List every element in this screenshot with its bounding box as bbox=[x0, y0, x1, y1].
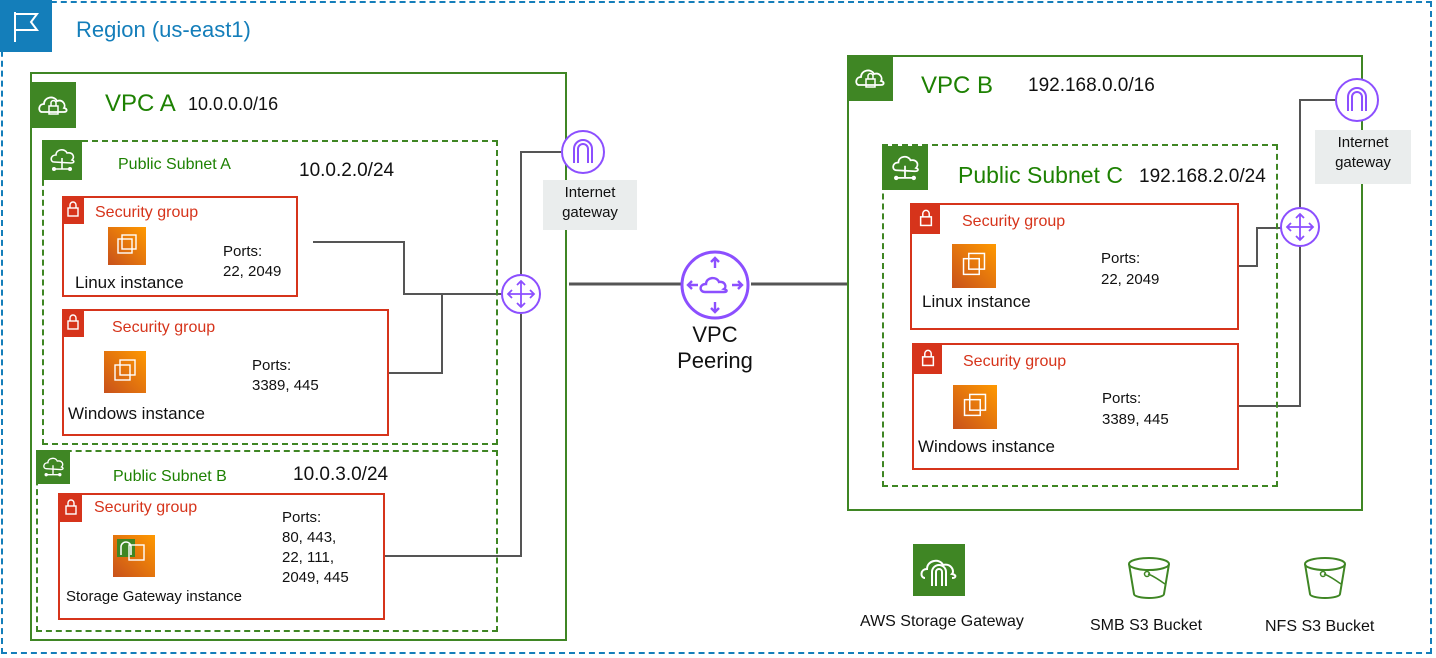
vpc-lock-icon bbox=[847, 55, 893, 101]
smb-bucket-label: SMB S3 Bucket bbox=[1090, 617, 1203, 634]
router-icon bbox=[1280, 207, 1320, 247]
linux-instance-label: Linux instance bbox=[75, 273, 184, 292]
vpc-b-title: VPC B bbox=[921, 72, 994, 99]
subnet-icon bbox=[42, 140, 82, 180]
subnet-b-cidr: 10.0.3.0/24 bbox=[293, 464, 389, 485]
ports-line-1: 80, 443, bbox=[282, 529, 337, 546]
security-group-linux-b bbox=[910, 203, 1239, 330]
subnet-b-title: Public Subnet B bbox=[113, 468, 227, 485]
subnet-c-title: Public Subnet C bbox=[958, 162, 1123, 188]
security-group-label: Security group bbox=[95, 204, 199, 221]
security-group-lock-icon bbox=[912, 204, 940, 234]
ec2-instance-icon bbox=[952, 244, 996, 288]
vpc-b bbox=[847, 55, 1363, 511]
ports-title: Ports: bbox=[252, 357, 292, 374]
storage-gateway-instance-icon bbox=[113, 535, 155, 577]
subnet-icon bbox=[882, 146, 928, 190]
windows-instance-label: Windows instance bbox=[68, 404, 206, 423]
ports-title: Ports: bbox=[1102, 390, 1142, 407]
security-group-label: Security group bbox=[963, 353, 1067, 370]
vpc-a-title: VPC A bbox=[105, 90, 176, 117]
public-subnet-a bbox=[42, 140, 498, 445]
security-group-lock-icon bbox=[62, 196, 84, 224]
ports-value: 22, 2049 bbox=[1101, 271, 1160, 288]
ports-value: 3389, 445 bbox=[252, 377, 319, 394]
internet-gateway-label-line2: gateway bbox=[1335, 154, 1391, 171]
vpc-peering-icon bbox=[680, 250, 750, 320]
security-group-label: Security group bbox=[94, 499, 198, 516]
storage-gateway-icon bbox=[913, 544, 965, 596]
ports-line-3: 2049, 445 bbox=[282, 569, 349, 586]
security-group-linux-a bbox=[62, 196, 298, 297]
public-subnet-c bbox=[882, 144, 1278, 487]
ports-title: Ports: bbox=[1101, 250, 1141, 267]
security-group-label: Security group bbox=[112, 319, 216, 336]
vpc-a bbox=[30, 72, 567, 641]
vpc-peering-label-line2: Peering bbox=[677, 348, 753, 373]
nfs-bucket-label: NFS S3 Bucket bbox=[1265, 618, 1375, 635]
router-icon bbox=[501, 274, 541, 314]
subnet-icon bbox=[36, 450, 70, 484]
ec2-instance-icon bbox=[108, 227, 146, 265]
storage-gateway-instance-label: Storage Gateway instance bbox=[66, 588, 242, 605]
subnet-a-cidr: 10.0.2.0/24 bbox=[299, 160, 395, 181]
subnet-a-title: Public Subnet A bbox=[118, 156, 231, 173]
security-group-lock-icon bbox=[914, 344, 942, 374]
internet-gateway-label: Internet gateway bbox=[543, 180, 637, 230]
internet-gateway-label: Internet gateway bbox=[1315, 130, 1411, 184]
ec2-instance-icon bbox=[104, 351, 146, 393]
ec2-instance-icon bbox=[953, 385, 997, 429]
internet-gateway-icon bbox=[1335, 78, 1379, 122]
vpc-a-cidr: 10.0.0.0/16 bbox=[188, 94, 279, 114]
vpc-lock-icon bbox=[30, 82, 76, 128]
security-group-label: Security group bbox=[962, 213, 1066, 230]
security-group-lock-icon bbox=[60, 494, 82, 522]
ports-line-2: 22, 111, bbox=[282, 549, 334, 566]
vpc-b-cidr: 192.168.0.0/16 bbox=[1028, 75, 1155, 96]
security-group-storage-gateway bbox=[58, 493, 385, 620]
ports-title: Ports: bbox=[282, 509, 322, 526]
s3-bucket-icon bbox=[1128, 557, 1170, 599]
internet-gateway-label-line1: Internet bbox=[564, 184, 616, 201]
internet-gateway-label-line1: Internet bbox=[1337, 134, 1389, 151]
vpc-peering-label-line1: VPC bbox=[692, 322, 738, 347]
ports-value: 22, 2049 bbox=[223, 263, 282, 280]
storage-gateway-legend-label: AWS Storage Gateway bbox=[860, 613, 1024, 630]
region-flag-icon bbox=[0, 0, 52, 52]
linux-instance-label: Linux instance bbox=[922, 292, 1031, 311]
subnet-c-cidr: 192.168.2.0/24 bbox=[1139, 166, 1266, 187]
public-subnet-b bbox=[36, 450, 498, 632]
ports-title: Ports: bbox=[223, 243, 263, 260]
region-label: Region (us-east1) bbox=[76, 17, 251, 42]
internet-gateway-icon bbox=[561, 130, 605, 174]
security-group-lock-icon bbox=[62, 309, 84, 337]
windows-instance-label: Windows instance bbox=[918, 437, 1056, 456]
s3-bucket-icon bbox=[1304, 557, 1346, 599]
ports-value: 3389, 445 bbox=[1102, 411, 1169, 428]
internet-gateway-label-line2: gateway bbox=[562, 204, 618, 221]
